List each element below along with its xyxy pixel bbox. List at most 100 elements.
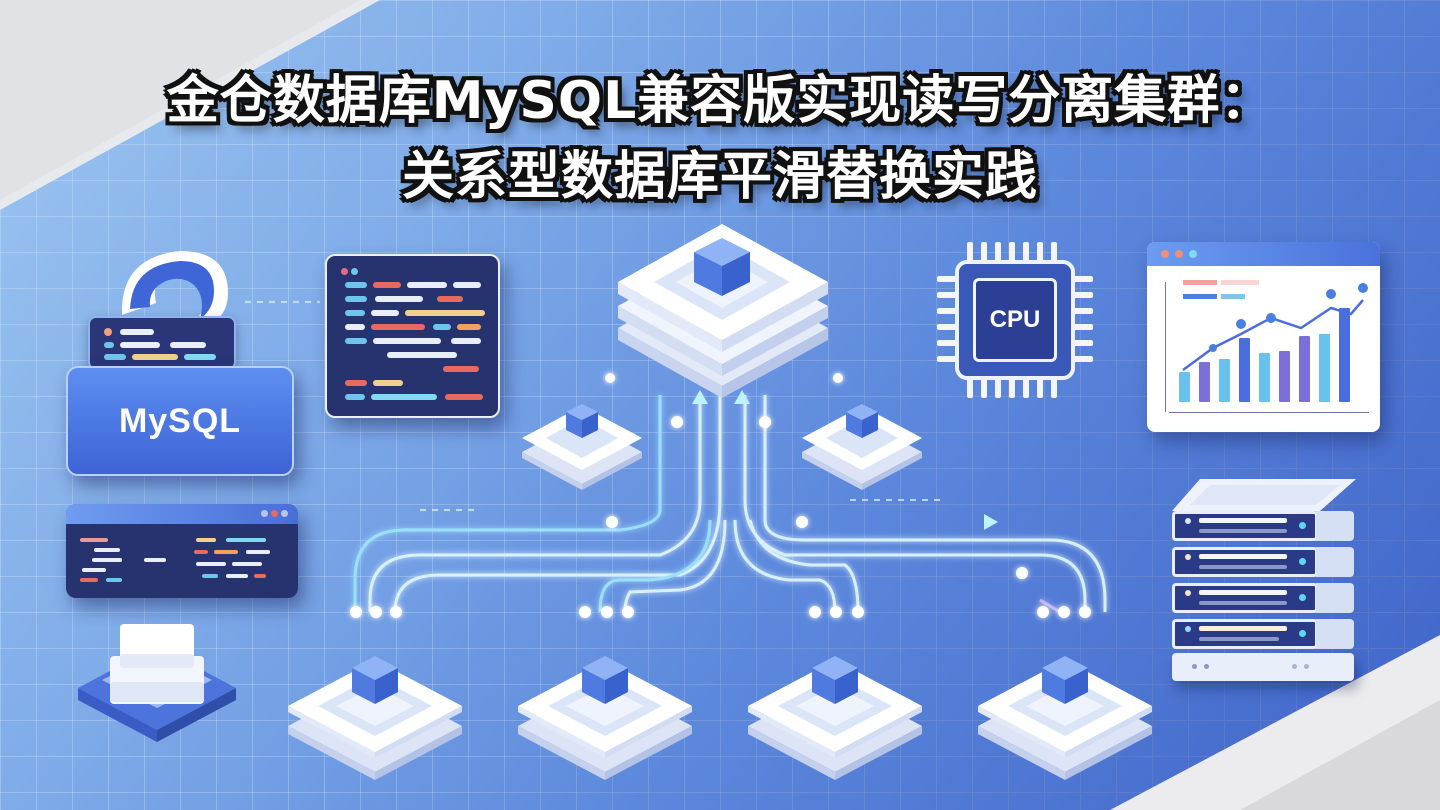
led [1299,594,1306,601]
drive-bar [1199,554,1287,559]
drive-bar [1199,601,1287,605]
drive-bar [1199,518,1287,523]
mysql-badge: MySQL [66,366,294,476]
cpu-pin [967,376,973,398]
chart-bar [1219,359,1230,402]
chart-bar [1179,372,1190,402]
chart-bar [1239,338,1250,402]
legend-swatch [1221,280,1259,285]
cpu-pin [1051,242,1057,264]
code-line [196,562,226,566]
mysql-badge-label: MySQL [118,401,242,440]
rack-base [1172,653,1354,681]
cpu-core: CPU [973,278,1057,362]
cpu-pin [937,356,959,362]
legend-swatch [1221,294,1245,299]
cpu-body: CPU [955,260,1075,380]
code-line [405,310,485,316]
cpu-pin [1071,292,1093,298]
code-line [94,548,120,552]
code-line [254,574,266,578]
window-dot [1189,250,1197,258]
window-dot [351,268,358,275]
window-dot [1175,250,1183,258]
analytics-chart-icon [1147,242,1380,432]
code-line [92,558,122,562]
y-axis [1165,282,1166,412]
mysql-dolphin-swoosh-icon [121,251,228,327]
drive-bar [1199,590,1287,595]
legend-swatch [1183,280,1217,285]
cpu-pin [1023,242,1029,264]
page-title-line-2: 关系型数据库平滑替换实践 [401,147,1038,207]
code-dot [104,328,112,336]
code-line [106,578,122,582]
replica-node-icon [748,656,922,780]
code-line [120,342,160,348]
replica-node-icon [518,656,692,780]
server-unit [1172,547,1318,577]
server-unit-side [1316,583,1354,613]
cpu-pin [1051,376,1057,398]
led [1299,558,1306,565]
code-line [437,296,463,302]
page-title-line-1: 金仓数据库MySQL兼容版实现读写分离集群： [166,71,1274,131]
code-line [407,282,447,288]
chart-titlebar [1147,242,1380,266]
code-line [214,550,238,554]
window-dot [281,510,288,517]
code-line [184,354,216,360]
drive-bar [1199,529,1287,533]
database-stack-icon [78,624,236,742]
corner-decoration-top-left-shade [0,0,360,200]
code-line [170,342,206,348]
server-unit [1172,511,1318,541]
cpu-pin [937,292,959,298]
code-line [373,380,403,386]
chart-bar [1339,308,1350,402]
code-line [451,338,481,344]
cpu-pin [1009,242,1015,264]
server-unit-side [1316,511,1354,541]
code-line [387,352,457,358]
code-line [345,380,367,386]
code-line [457,324,481,330]
server-rack-icon [1170,475,1360,685]
led [1299,630,1306,637]
led [1192,664,1197,669]
cpu-pin [1071,356,1093,362]
code-line [345,338,367,344]
code-line [80,578,98,582]
cpu-pin [937,276,959,282]
chart-bar [1299,336,1310,402]
x-axis [1169,412,1369,413]
code-line [194,550,208,554]
cpu-pin [937,308,959,314]
code-line [232,562,262,566]
terminal-window-icon [66,504,298,598]
terminal-titlebar [66,504,298,524]
cpu-pin [1071,324,1093,330]
code-line [226,538,266,542]
cpu-pin [1071,340,1093,346]
led [1299,522,1306,529]
drive-bar [1199,637,1279,641]
code-line [202,574,218,578]
chart-bar [1319,334,1330,402]
chart-bar [1279,351,1290,402]
cpu-pin [1023,376,1029,398]
code-line [80,538,108,542]
code-line [371,394,437,400]
cpu-pin [995,242,1001,264]
code-editor-icon [325,254,500,418]
cpu-label: CPU [989,306,1041,333]
code-line [82,568,106,572]
code-line [132,354,178,360]
cpu-pin [1009,376,1015,398]
code-line [345,324,365,330]
replica-node-icon [978,656,1152,780]
code-line [371,310,399,316]
code-line [453,282,481,288]
code-line [373,282,401,288]
code-line [443,366,479,372]
